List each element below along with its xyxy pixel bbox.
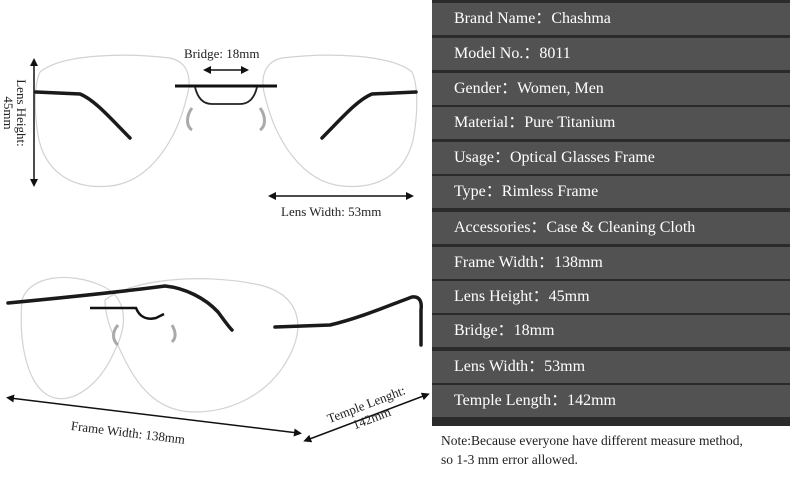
lens-height-label: Lens Height: 45mm bbox=[1, 68, 29, 158]
side-nosepad bbox=[112, 324, 120, 347]
note-line1: Note:Because everyone have different mea… bbox=[441, 433, 743, 448]
spec-row-model: Model No.：8011 bbox=[432, 38, 790, 70]
bridge-label: Bridge: 18mm bbox=[184, 46, 260, 61]
frame-width-arrow bbox=[6, 394, 302, 437]
spec-label: Model No.： bbox=[454, 45, 540, 62]
spec-value: Women, Men bbox=[517, 80, 604, 97]
spec-value: Pure Titanium bbox=[524, 114, 616, 131]
front-right-lens bbox=[262, 54, 418, 188]
spec-row-accessories: Accessories：Case & Cleaning Cloth bbox=[432, 212, 790, 244]
spec-label: Type： bbox=[454, 183, 502, 200]
side-lens-left bbox=[20, 276, 124, 400]
note-line2: so 1-3 mm error allowed. bbox=[441, 452, 578, 467]
spec-row-temple-length: Temple Length：142mm bbox=[432, 385, 790, 417]
spec-label: Brand Name： bbox=[454, 10, 552, 27]
temple-length-arrow bbox=[303, 392, 430, 443]
spec-label: Usage： bbox=[454, 149, 510, 166]
spec-panel: Brand Name：Chashma Model No.：8011 Gender… bbox=[432, 0, 790, 485]
side-temple-long bbox=[273, 295, 423, 347]
spec-row-frame-width: Frame Width：138mm bbox=[432, 247, 790, 279]
spec-row-material: Material：Pure Titanium bbox=[432, 107, 790, 139]
front-temple-left bbox=[34, 90, 132, 140]
spec-label: Bridge： bbox=[454, 322, 514, 339]
spec-value: Rimless Frame bbox=[501, 183, 599, 200]
product-image-area: Bridge: 18mm Lens Height: 45mm Lens Widt… bbox=[1, 46, 430, 447]
spec-label: Lens Width： bbox=[454, 358, 545, 375]
spec-value: Chashma bbox=[551, 10, 611, 27]
measurement-note: Note:Because everyone have different mea… bbox=[432, 426, 790, 485]
spec-value: Optical Glasses Frame bbox=[510, 149, 655, 166]
spec-label: Material： bbox=[454, 114, 525, 131]
side-temple-front bbox=[6, 284, 234, 332]
spec-value: 53mm bbox=[544, 358, 586, 375]
side-view-glasses bbox=[6, 276, 423, 413]
glasses-illustration bbox=[6, 54, 430, 443]
front-nosepad-left bbox=[186, 107, 194, 132]
spec-label: Lens Height： bbox=[454, 288, 549, 305]
spec-label: Frame Width： bbox=[454, 254, 554, 271]
spec-row-lens-width: Lens Width：53mm bbox=[432, 351, 790, 383]
spec-value: 45mm bbox=[548, 288, 590, 305]
front-temple-right bbox=[320, 90, 418, 140]
spec-row-bridge: Bridge：18mm bbox=[432, 315, 790, 347]
lens-height-label-line1: Lens Height: bbox=[14, 79, 29, 147]
spec-value: 8011 bbox=[539, 45, 571, 62]
spec-row-gender: Gender：Women, Men bbox=[432, 73, 790, 105]
spec-row-type: Type：Rimless Frame bbox=[432, 176, 790, 208]
spec-row-brand: Brand Name：Chashma bbox=[432, 3, 790, 35]
side-lens-right bbox=[104, 278, 299, 413]
spec-value: 142mm bbox=[567, 392, 616, 409]
spec-value: Case & Cleaning Cloth bbox=[546, 219, 696, 236]
front-nosepad-right bbox=[258, 107, 266, 132]
front-bridge-curve bbox=[194, 86, 258, 105]
spec-label: Accessories： bbox=[454, 219, 547, 236]
spec-label: Gender： bbox=[454, 80, 518, 97]
spec-value: 138mm bbox=[553, 254, 603, 271]
spec-row-usage: Usage：Optical Glasses Frame bbox=[432, 142, 790, 174]
side-nosepad-2 bbox=[170, 324, 177, 344]
front-view-glasses bbox=[34, 54, 418, 188]
spec-row-lens-height: Lens Height：45mm bbox=[432, 281, 790, 313]
spec-label: Temple Length： bbox=[454, 392, 568, 409]
spec-value: 18mm bbox=[513, 322, 555, 339]
lens-width-label: Lens Width: 53mm bbox=[281, 204, 382, 219]
side-bridge bbox=[90, 306, 165, 320]
